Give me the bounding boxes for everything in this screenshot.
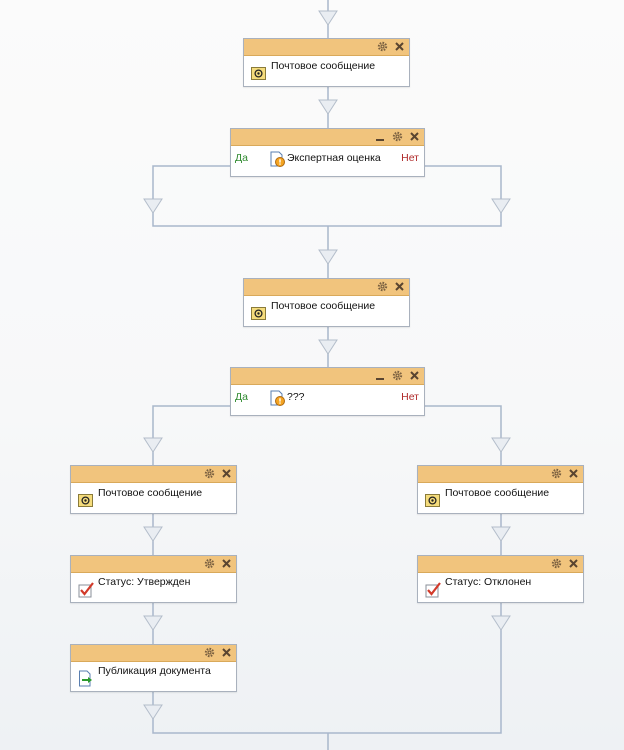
branch-no-label: Нет: [401, 152, 419, 164]
node-title: Почтовое сообщение: [98, 487, 203, 499]
mail-message-node[interactable]: Почтовое сообщение: [243, 278, 410, 327]
branch-yes-label: Да: [235, 391, 248, 403]
publish-document-icon: [78, 670, 95, 687]
mail-message-node[interactable]: Почтовое сообщение: [243, 38, 410, 87]
node-header: [231, 368, 424, 385]
flow-arrow: [491, 198, 511, 214]
close-icon[interactable]: [220, 557, 232, 570]
status-rejected-node[interactable]: Статус: Отклонен: [417, 555, 584, 603]
node-header: [418, 556, 583, 573]
node-header: [418, 466, 583, 483]
close-icon[interactable]: [393, 280, 405, 293]
gear-icon[interactable]: [203, 557, 215, 570]
mail-message-node[interactable]: Почтовое сообщение: [70, 465, 237, 514]
node-title: Почтовое сообщение: [271, 300, 376, 312]
connector-line: [425, 405, 502, 465]
gear-icon[interactable]: [203, 646, 215, 659]
mail-icon: [251, 307, 268, 324]
flow-arrow: [491, 615, 511, 631]
node-title: Статус: Отклонен: [445, 576, 532, 588]
close-icon[interactable]: [408, 369, 420, 382]
status-check-icon: [78, 582, 95, 599]
publish-document-node[interactable]: Публикация документа: [70, 644, 237, 692]
gear-icon[interactable]: [376, 280, 388, 293]
gear-icon[interactable]: [203, 467, 215, 480]
flow-arrow: [143, 198, 163, 214]
gear-icon[interactable]: [391, 369, 403, 382]
status-check-icon: [425, 582, 442, 599]
node-title: Публикация документа: [98, 665, 211, 677]
mail-message-node[interactable]: Почтовое сообщение: [417, 465, 584, 514]
flow-arrow: [491, 437, 511, 453]
close-icon[interactable]: [220, 467, 232, 480]
node-header: [231, 129, 424, 146]
minimize-icon[interactable]: [374, 369, 386, 382]
flow-arrow: [143, 704, 163, 720]
connector-line: [152, 165, 502, 227]
gear-icon[interactable]: [391, 130, 403, 143]
gear-icon[interactable]: [376, 40, 388, 53]
flow-arrow: [143, 526, 163, 542]
node-title: Экспертная оценка: [287, 152, 381, 164]
close-icon[interactable]: [408, 130, 420, 143]
flow-arrow: [143, 437, 163, 453]
close-icon[interactable]: [220, 646, 232, 659]
branch-yes-label: Да: [235, 152, 248, 164]
expert-review-icon: [269, 151, 286, 168]
status-approved-node[interactable]: Статус: Утвержден: [70, 555, 237, 603]
connector-line: [152, 405, 230, 465]
flow-arrow: [318, 249, 338, 265]
gear-icon[interactable]: [550, 557, 562, 570]
flow-arrow: [491, 526, 511, 542]
close-icon[interactable]: [393, 40, 405, 53]
node-title: ???: [287, 391, 305, 403]
flow-arrow: [318, 339, 338, 355]
node-header: [244, 39, 409, 56]
flow-arrow: [318, 10, 338, 26]
close-icon[interactable]: [567, 557, 579, 570]
node-header: [71, 556, 236, 573]
close-icon[interactable]: [567, 467, 579, 480]
node-header: [71, 645, 236, 662]
gear-icon[interactable]: [550, 467, 562, 480]
mail-icon: [78, 494, 95, 511]
expert-review-node[interactable]: Да Экспертная оценка Нет: [230, 128, 425, 177]
minimize-icon[interactable]: [374, 130, 386, 143]
mail-icon: [251, 67, 268, 84]
mail-icon: [425, 494, 442, 511]
branch-no-label: Нет: [401, 391, 419, 403]
expert-review-icon: [269, 390, 286, 407]
node-header: [71, 466, 236, 483]
node-title: Статус: Утвержден: [98, 576, 191, 588]
node-title: Почтовое сообщение: [445, 487, 550, 499]
flow-arrow: [143, 615, 163, 631]
node-header: [244, 279, 409, 296]
flow-arrow: [318, 99, 338, 115]
node-title: Почтовое сообщение: [271, 60, 376, 72]
condition-node[interactable]: Да ??? Нет: [230, 367, 425, 416]
